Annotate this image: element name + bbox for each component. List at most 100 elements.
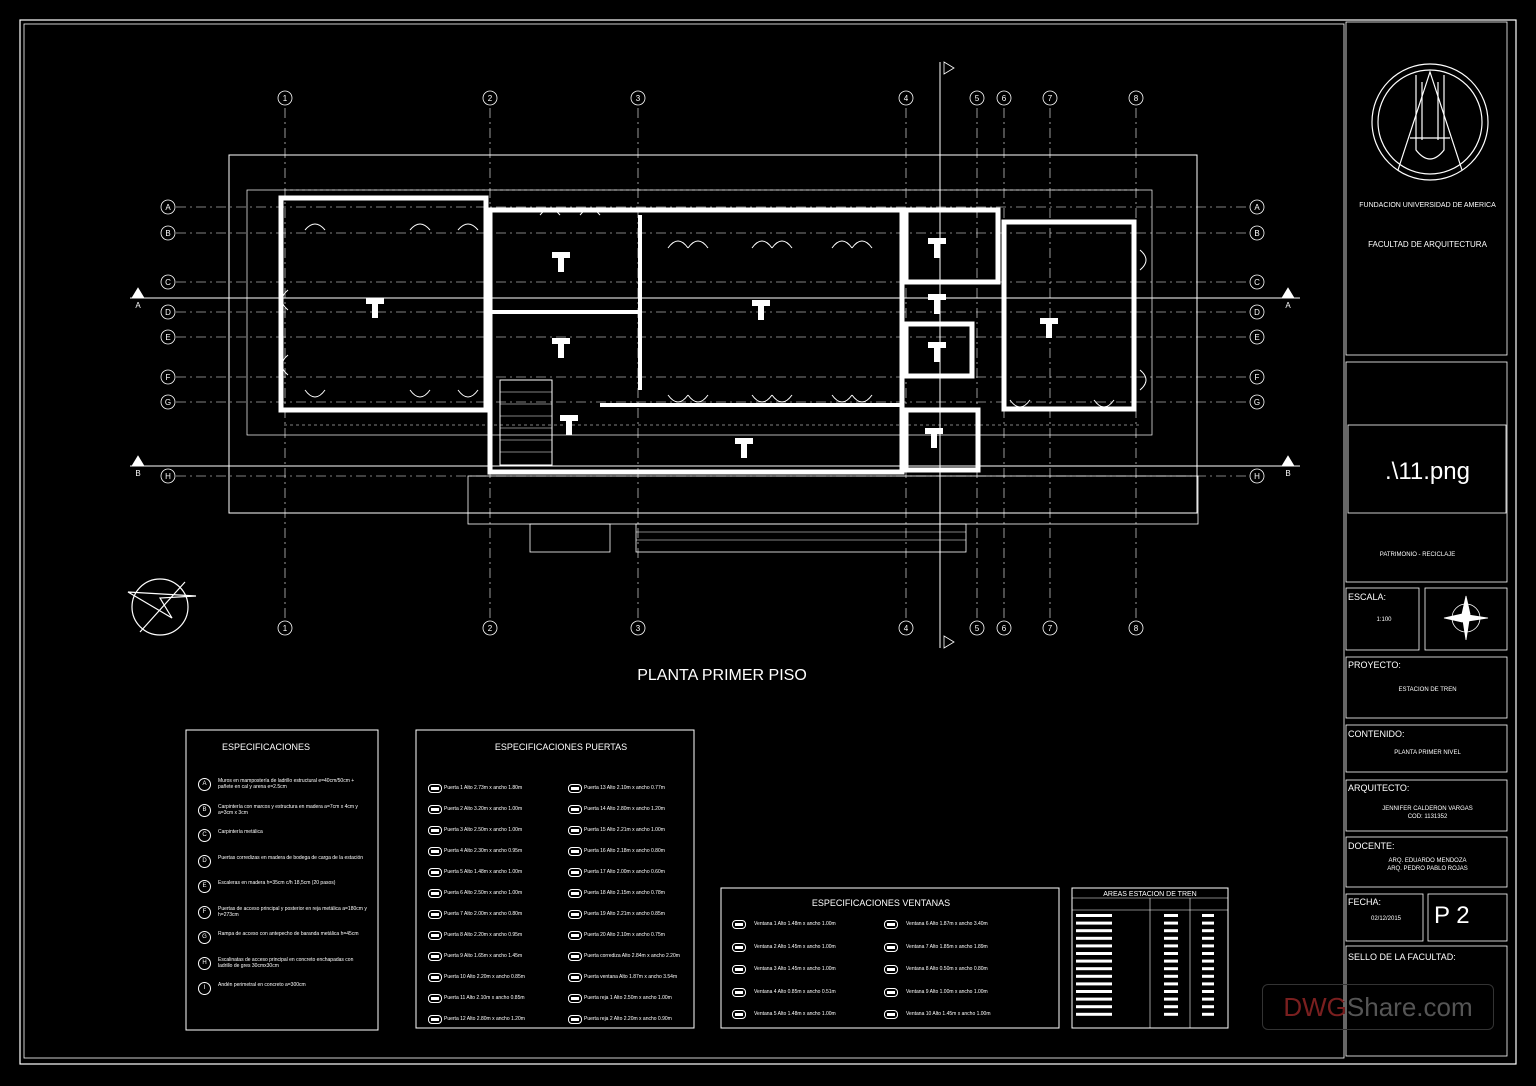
spec-tag-I: I xyxy=(198,982,211,995)
door-symbol-icon-fill xyxy=(431,955,439,958)
areas-cell xyxy=(1076,1005,1112,1009)
door-symbol-icon xyxy=(428,973,442,982)
watermark-part1: DWG xyxy=(1283,992,1347,1022)
grid-col-top-7-label: 7 xyxy=(1048,94,1053,103)
grid-col-bottom-3-label: 3 xyxy=(636,624,641,633)
escala-label: ESCALA: xyxy=(1348,592,1387,602)
section-mark-a-right: A xyxy=(1285,301,1291,310)
areas-table-rows xyxy=(1076,914,1214,1016)
window-item: Ventana 7 Alto 1.85m x ancho 1.89m xyxy=(906,943,988,950)
grid-row-right-E-bubble xyxy=(1249,329,1265,345)
grid-row-left-D-label: D xyxy=(165,308,171,317)
window-symbol-icon xyxy=(884,920,898,929)
door-symbol-icon-fill xyxy=(431,892,439,895)
areas-cell xyxy=(1076,936,1112,940)
window-item: Ventana 2 Alto 1.45m x ancho 1.00m xyxy=(754,943,836,950)
spec-item-I: Andén perimetral en concreto a=300cm xyxy=(218,982,306,988)
drawing-title: PLANTA PRIMER PISO xyxy=(637,667,807,684)
door-symbol-icon-fill xyxy=(571,892,579,895)
windows-title: ESPECIFICACIONES VENTANAS xyxy=(811,898,951,908)
spec-box-frames xyxy=(185,729,1229,1031)
door-item: Puerta 12 Alto 2.80m x ancho 1.20m xyxy=(444,1016,525,1022)
section-mark-a-left: A xyxy=(135,301,141,310)
door-symbol-icon xyxy=(568,889,582,898)
areas-cell xyxy=(1164,944,1178,948)
door-symbol-icon xyxy=(428,994,442,1003)
grid-row-right-D-label: D xyxy=(1254,308,1260,317)
spec-item-H: Escalinatas de acceso principal en concr… xyxy=(218,956,354,969)
areas-cell xyxy=(1076,952,1112,955)
window-symbol-icon-fill xyxy=(887,1013,895,1016)
grid-row-left-A-label: A xyxy=(165,203,171,212)
grid-col-top-6-bubble xyxy=(996,90,1012,106)
north-arrow-icon xyxy=(127,578,197,636)
areas-cell xyxy=(1164,967,1178,971)
grid-row-right-A-bubble xyxy=(1249,199,1265,215)
window-item: Ventana 5 Alto 1.48m x ancho 1.00m xyxy=(754,1011,836,1017)
grid-col-top-7-bubble xyxy=(1042,90,1058,106)
contenido-label: CONTENIDO: xyxy=(1348,729,1405,739)
door-symbol-icon xyxy=(428,868,442,877)
areas-cell xyxy=(1164,974,1178,978)
grid-col-bottom-5-label: 5 xyxy=(975,624,980,633)
door-symbol-icon xyxy=(568,931,582,940)
project-category: PATRIMONIO - RECICLAJE xyxy=(1379,552,1456,558)
areas-cell xyxy=(1164,982,1178,986)
docente-label: DOCENTE: xyxy=(1348,841,1395,851)
institution-name: FUNDACION UNIVERSIDAD DE AMERICA xyxy=(1359,202,1496,209)
fecha-value: 02/12/2015 xyxy=(1370,916,1402,922)
grid-row-left-E-bubble xyxy=(160,329,176,345)
window-symbol-icon xyxy=(884,1010,898,1019)
level-markers xyxy=(366,238,1058,458)
grid-col-bottom-2-label: 2 xyxy=(488,624,493,633)
door-symbol-icon-fill xyxy=(571,976,579,979)
escala-value: 1:100 xyxy=(1376,617,1392,623)
door-item: Puerta 15 Alto 2.21m x ancho 1.00m xyxy=(584,827,665,833)
window-symbol-icon xyxy=(732,942,746,952)
door-symbol-icon xyxy=(568,1015,582,1024)
docente-2: ARQ. PEDRO PABLO ROJAS xyxy=(1387,866,1468,872)
sheet-outer-border xyxy=(19,19,1517,1065)
door-item: Puerta 7 Alto 2.00m x ancho 0.80m xyxy=(444,911,523,917)
sheet-number: P 2 xyxy=(1434,902,1470,929)
grid-col-bottom-7-label: 7 xyxy=(1048,624,1053,633)
door-item: Puerta 6 Alto 2.50m x ancho 1.00m xyxy=(444,890,523,896)
door-symbol-icon xyxy=(428,826,442,835)
door-symbol-icon-fill xyxy=(431,913,439,916)
areas-cell xyxy=(1076,997,1112,1001)
door-symbol-icon xyxy=(428,952,442,961)
window-symbol-icon-fill xyxy=(735,968,743,971)
grid-col-bottom-8-label: 8 xyxy=(1134,624,1139,633)
door-item: Puerta 10 Alto 2.20m x ancho 0.85m xyxy=(444,974,525,980)
arquitecto-name: JENNIFER CALDERON VARGAS xyxy=(1382,806,1473,812)
door-item: Puerta ventana Alto 1.87m x ancho 3.54m xyxy=(584,974,678,980)
door-symbols xyxy=(281,208,1147,408)
door-item: Puerta 9 Alto 1.65m x ancho 1.45m xyxy=(444,953,523,959)
grid-row-left-G-label: G xyxy=(165,398,171,407)
door-symbol-icon xyxy=(428,931,442,940)
door-symbol-icon-fill xyxy=(571,871,579,874)
fecha-label: FECHA: xyxy=(1348,897,1382,907)
window-item: Ventana 1 Alto 1.48m x ancho 1.00m xyxy=(754,921,836,927)
spec-item-A: Muros en mampostería de ladrillo estruct… xyxy=(218,778,355,790)
door-item: Puerta reja 1 Alto 2.50m x ancho 1.00m xyxy=(584,995,672,1001)
spec-item-D: Puertas corredizas en madera de bodega d… xyxy=(218,854,364,861)
door-item: Puerta 2 Alto 3.20m x ancho 1.00m xyxy=(444,806,523,812)
door-item: Puerta 5 Alto 1.48m x ancho 1.00m xyxy=(444,869,523,875)
section-markers xyxy=(131,61,1295,649)
spec-tag-F: F xyxy=(198,905,211,919)
areas-cell xyxy=(1164,929,1178,933)
grid-row-left-B-bubble xyxy=(160,225,176,241)
door-symbol-icon xyxy=(428,889,442,898)
areas-cell xyxy=(1202,959,1214,963)
window-symbol-icon xyxy=(732,920,746,929)
areas-cell xyxy=(1164,997,1178,1001)
door-symbol-icon xyxy=(568,910,582,919)
areas-cell xyxy=(1164,1005,1178,1009)
areas-cell xyxy=(1164,990,1178,993)
grid-row-left-F-bubble xyxy=(160,369,176,385)
door-symbol-icon-fill xyxy=(431,850,439,853)
areas-cell xyxy=(1076,921,1112,925)
grid-row-left-E-label: E xyxy=(165,333,170,342)
door-symbol-icon-fill xyxy=(571,934,579,937)
